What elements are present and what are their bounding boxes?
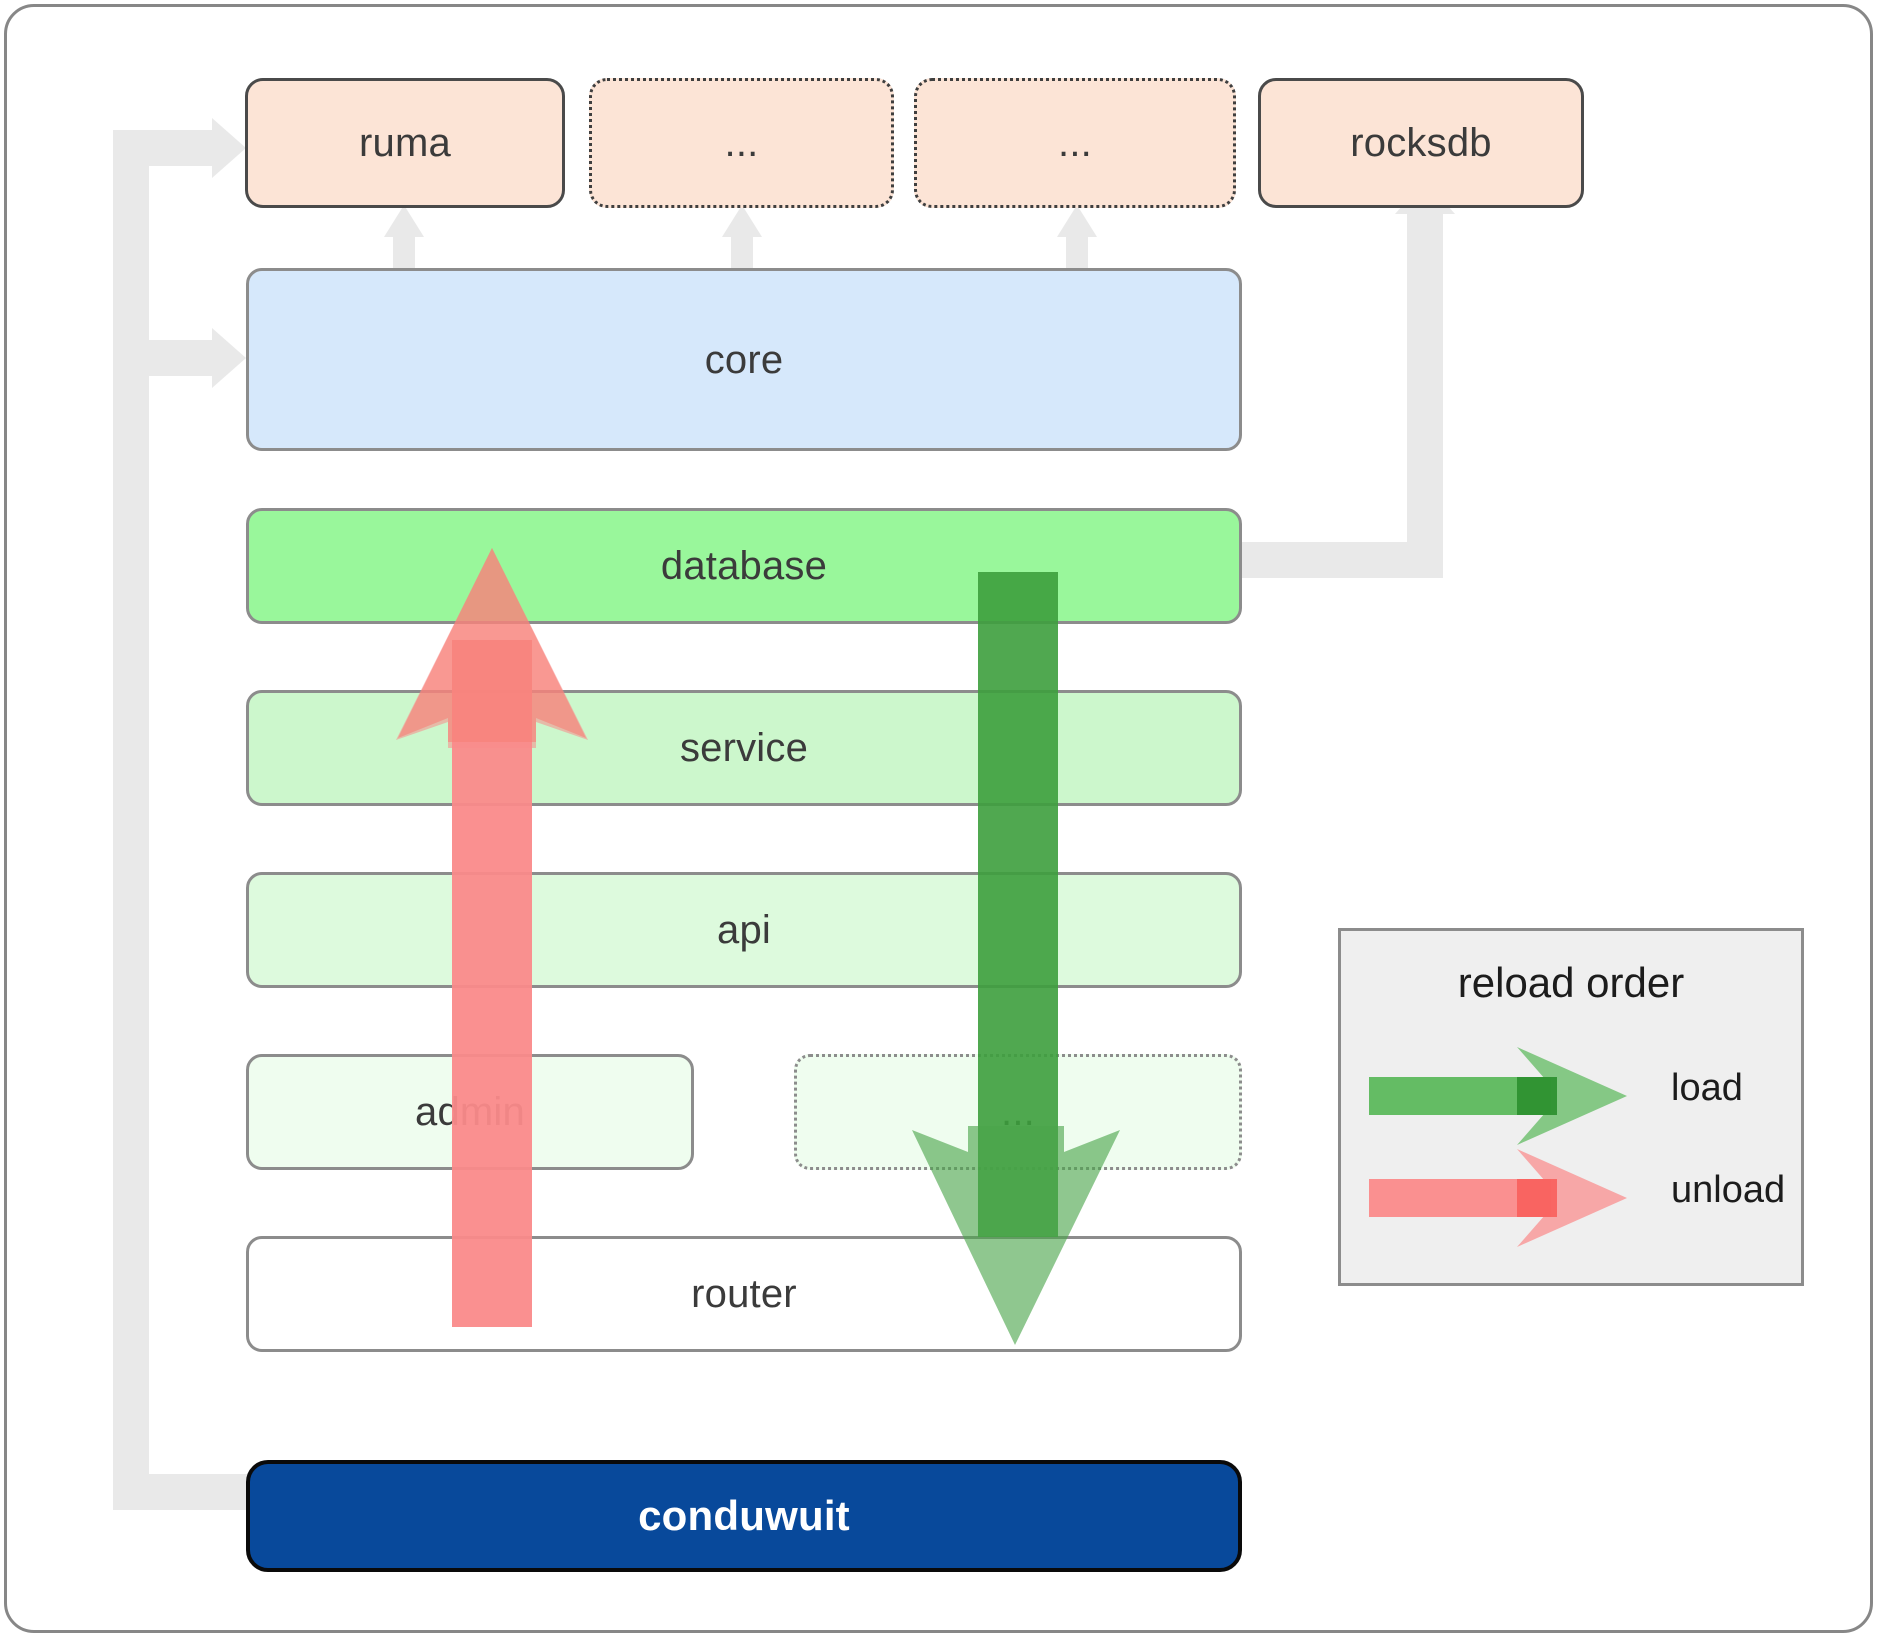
layer-label-admin: admin [415,1090,525,1134]
legend-title: reload order [1457,959,1685,1006]
dependency-box-ellipsis-1[interactable]: ... [589,78,894,208]
legend-label-load: load [1671,1067,1743,1109]
root-box-conduwuit[interactable]: conduwuit [246,1460,1242,1572]
layer-label-service: service [679,726,809,770]
legend-row-load: load [1341,1047,1801,1145]
legend-load-arrow-icon [1369,1047,1627,1145]
core-arrowhead-ellipsis-1 [722,205,762,237]
layer-label-database: database [660,544,828,588]
connector-rocksdb-riser [1407,212,1443,578]
legend-unload-arrow-icon [1369,1149,1627,1247]
diagram-frame [4,4,1873,1633]
connector-arrowhead-ruma [212,118,246,178]
connector-database-run [1240,542,1426,578]
root-label-conduwuit: conduwuit [638,1492,850,1539]
core-arrowhead-ruma [384,205,424,237]
core-arrowhead-ellipsis-2 [1057,205,1097,237]
layer-box-admin[interactable]: admin [246,1054,694,1170]
connector-branch-to-ruma [113,130,218,166]
core-box[interactable]: core [246,268,1242,451]
connector-left-trunk [113,130,149,1510]
layer-box-service[interactable]: service [246,690,1242,806]
core-label: core [704,337,784,382]
dependency-label-ellipsis-2: ... [1058,121,1092,165]
layer-box-router[interactable]: router [246,1236,1242,1352]
layer-box-api[interactable]: api [246,872,1242,988]
connector-left-bottom-run [113,1474,248,1510]
layer-label-router: router [691,1272,797,1316]
dependency-box-ruma[interactable]: ruma [245,78,565,208]
connector-arrowhead-core [212,328,246,388]
layer-box-database[interactable]: database [246,508,1242,624]
legend-row-unload: unload [1341,1149,1801,1247]
legend-label-unload: unload [1671,1169,1786,1211]
connector-branch-to-core [113,340,218,376]
dependency-label-rocksdb: rocksdb [1350,121,1492,165]
dependency-label-ellipsis-1: ... [724,121,759,165]
layer-box-ellipsis[interactable]: ... [794,1054,1242,1170]
legend-panel: reload order load unload [1338,928,1804,1286]
layer-label-api: api [717,908,771,952]
dependency-box-rocksdb[interactable]: rocksdb [1258,78,1584,208]
layer-label-ellipsis: ... [1001,1090,1035,1134]
dependency-box-ellipsis-2[interactable]: ... [914,78,1236,208]
dependency-label-ruma: ruma [359,121,451,165]
